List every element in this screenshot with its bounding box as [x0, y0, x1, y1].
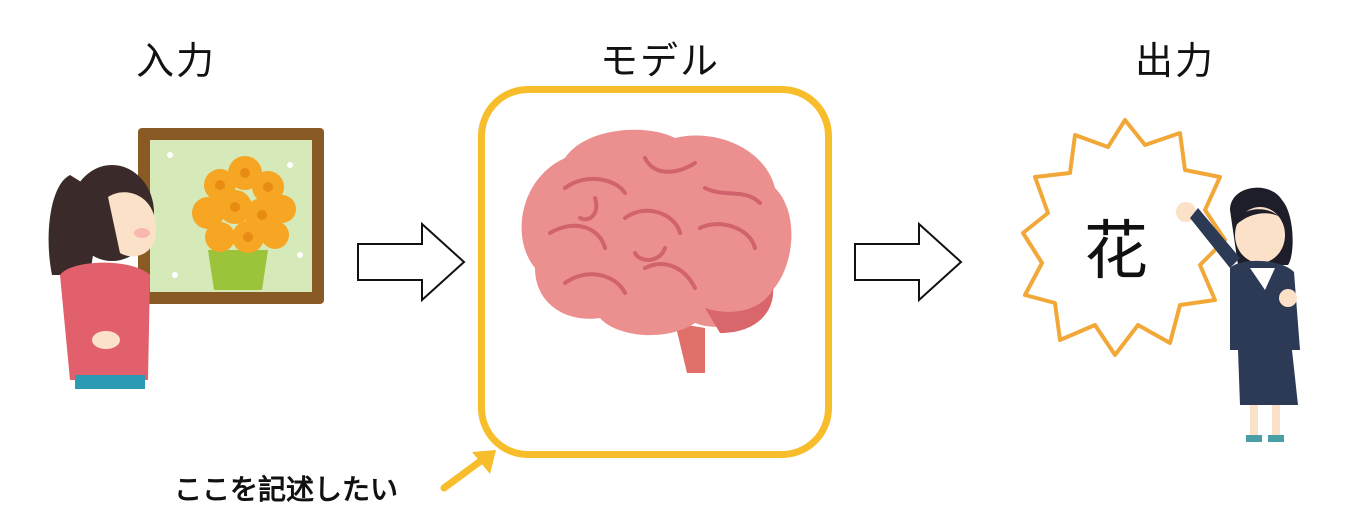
annotation-note: ここを記述したい [174, 473, 399, 506]
brain-icon [521, 129, 792, 373]
output-word: 花 [1084, 215, 1148, 289]
right-arrow-icon-2 [854, 222, 963, 302]
burst-shape [1021, 118, 1227, 357]
model-label: モデル [600, 39, 721, 83]
businesswoman-pointing [1176, 187, 1300, 442]
woman-viewing-painting [48, 128, 324, 389]
pointer-arrow-icon [440, 450, 496, 492]
model-box [478, 86, 832, 458]
output-label: 出力 [1135, 39, 1216, 83]
right-arrow-icon [357, 222, 466, 302]
input-label: 入力 [136, 39, 217, 83]
